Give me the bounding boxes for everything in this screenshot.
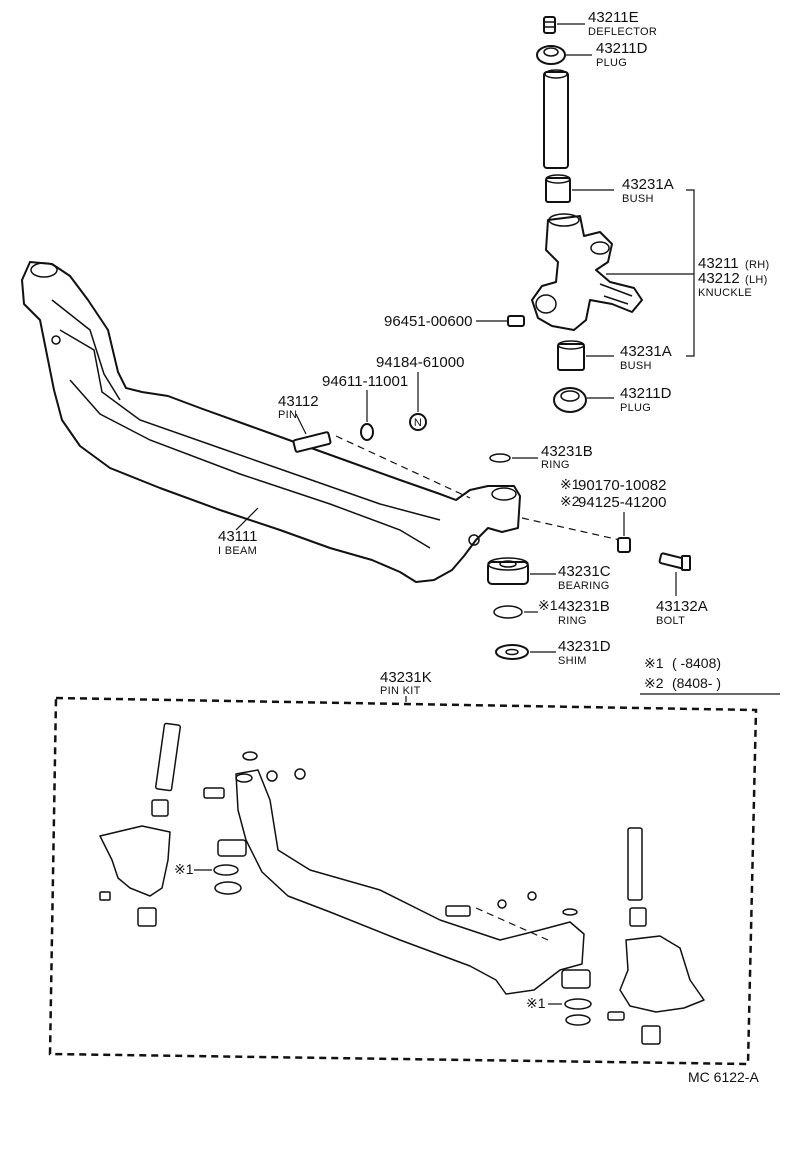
kit-right-mark: ※1 xyxy=(526,995,546,1011)
footnote-2-mark: ※2 xyxy=(644,675,664,691)
kit-left-mark: ※1 xyxy=(174,861,194,877)
pin-kit-contents: ※1 ※1 xyxy=(99,722,705,1045)
bearing-number: 43231C xyxy=(558,563,611,580)
footnote-1-mark: ※1 xyxy=(644,655,664,671)
ring-top-number: 43231B xyxy=(541,443,593,460)
knuckle-suffix-lh: (LH) xyxy=(745,274,768,286)
grease-fitting-part xyxy=(507,315,525,327)
bolt-name: BOLT xyxy=(656,615,685,627)
bush-bottom-name: BUSH xyxy=(620,360,652,372)
ring-top-name: RING xyxy=(541,459,570,471)
pin-kit-name: PIN KIT xyxy=(380,685,421,697)
knuckle-number-rh: 43211 xyxy=(698,255,739,272)
knuckle-number-lh: 43212 xyxy=(698,270,740,287)
deflector-part xyxy=(543,16,556,34)
grease-fitting-number: 96451-00600 xyxy=(384,313,472,330)
nut-1-number: 90170-10082 xyxy=(578,477,666,494)
kingpin-part xyxy=(543,69,569,169)
washer-b-part xyxy=(360,423,374,441)
plug-top-number: 43211D xyxy=(596,40,648,57)
pin-name: PIN xyxy=(278,409,297,421)
deflector-number: 43211E xyxy=(588,9,639,26)
footnote-2-text: (8408- ) xyxy=(672,675,721,691)
ring-bottom-mark: ※1 xyxy=(538,597,558,613)
pin-part xyxy=(292,431,332,453)
drawing-code: MC 6122-A xyxy=(688,1069,759,1085)
footnote-1-text: ( -8408) xyxy=(672,655,721,671)
pin-kit-number: 43231K xyxy=(380,669,432,686)
plug-bottom-number: 43211D xyxy=(620,385,672,402)
shim-name: SHIM xyxy=(558,655,587,667)
washer-a-part: N xyxy=(409,413,427,431)
bush-bottom-number: 43231A xyxy=(620,343,672,360)
nut-1-mark: ※1 xyxy=(560,476,580,492)
shim-number: 43231D xyxy=(558,638,611,655)
nut-2-number: 94125-41200 xyxy=(578,494,666,511)
ibeam-name: I BEAM xyxy=(218,545,257,557)
bearing-part xyxy=(487,557,529,585)
knuckle-name: KNUCKLE xyxy=(698,287,752,299)
n-symbol: N xyxy=(414,417,422,429)
knuckle-suffix-rh: (RH) xyxy=(745,259,769,271)
plug-top-name: PLUG xyxy=(596,57,627,69)
ibeam-part xyxy=(21,261,521,583)
bush-top-part xyxy=(545,174,571,203)
footnotes: ※1 ( -8408) ※2 (8408- ) xyxy=(640,655,780,695)
washer-a-number: 94184-61000 xyxy=(376,354,464,371)
ring-bottom-number: 43231B xyxy=(558,598,610,615)
ring-bottom-name: RING xyxy=(558,615,587,627)
ibeam-number: 43111 xyxy=(218,528,258,545)
bolt-part xyxy=(658,552,691,571)
plug-bottom-name: PLUG xyxy=(620,402,651,414)
nut-part xyxy=(617,537,631,553)
shim-part xyxy=(495,644,529,660)
bush-top-name: BUSH xyxy=(622,193,654,205)
plug-top-part xyxy=(536,45,566,65)
washer-b-number: 94611-11001 xyxy=(322,373,408,390)
ring-top-part xyxy=(489,453,511,463)
bearing-name: BEARING xyxy=(558,580,610,592)
bush-bottom-part xyxy=(557,340,585,371)
ring-bottom-part xyxy=(493,605,523,619)
deflector-name: DEFLECTOR xyxy=(588,26,657,38)
nut-2-mark: ※2 xyxy=(560,493,580,509)
knuckle-part xyxy=(531,213,643,331)
bolt-number: 43132A xyxy=(656,598,708,615)
plug-bottom-part xyxy=(553,387,587,413)
pin-number: 43112 xyxy=(278,393,319,410)
bush-top-number: 43231A xyxy=(622,176,674,193)
